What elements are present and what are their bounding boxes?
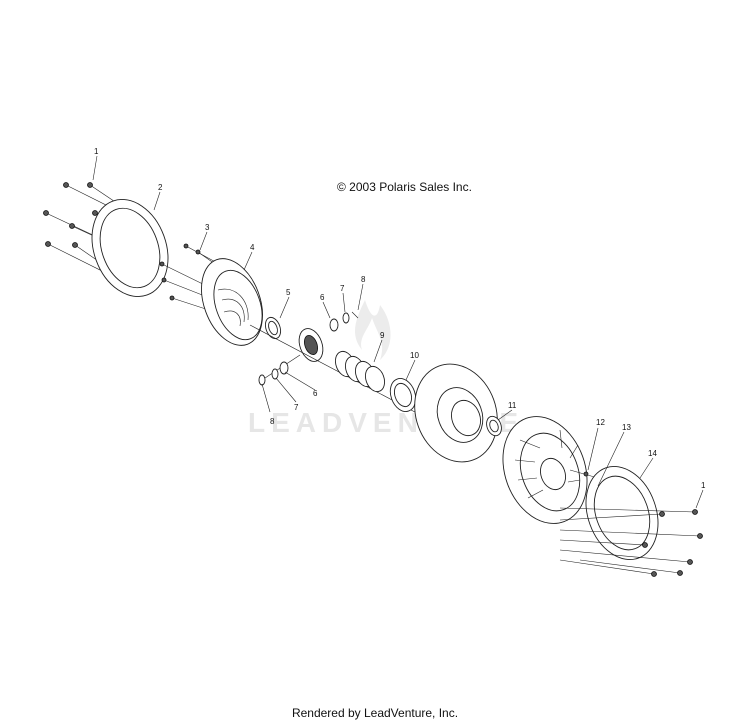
part-5-washer [264,316,282,340]
callout-2: 2 [158,183,163,192]
finned-cover [502,416,588,524]
part-11-washer [486,415,502,437]
bearing-assembly [249,324,431,421]
small-parts-lower [258,361,289,386]
callout-7-upper: 7 [340,284,345,293]
part-9-spring [334,350,386,393]
footer-credit: Rendered by LeadVenture, Inc. [291,706,459,720]
watermark-flame-icon [354,300,391,360]
part-4-cover [201,258,263,346]
callout-8-lower: 8 [270,417,275,426]
callout-13: 13 [622,423,631,432]
callout-6-upper: 6 [320,293,325,302]
callout-1-left: 1 [94,147,99,156]
part-10-ring [389,378,417,412]
callout-10: 10 [410,351,419,360]
callout-8-upper: 8 [361,275,366,284]
callout-6-lower: 6 [313,389,318,398]
part-2-ring [91,198,169,298]
small-parts-upper [329,311,359,332]
callout-12: 12 [596,418,605,427]
callout-7-lower: 7 [294,403,299,412]
part-14-ring [585,465,659,561]
callout-4: 4 [250,243,255,252]
callout-1-right: 1 [701,481,706,490]
callout-3: 3 [205,223,210,232]
callout-14: 14 [648,449,657,458]
callouts: 1 2 3 4 5 6 7 8 6 7 8 9 10 11 12 13 14 [92,147,706,509]
sheave [414,363,498,463]
right-bolts [559,507,703,577]
callout-5: 5 [286,288,291,297]
callout-9: 9 [380,331,385,340]
callout-11: 11 [508,401,517,410]
copyright-text: © 2003 Polaris Sales Inc. [337,180,472,194]
